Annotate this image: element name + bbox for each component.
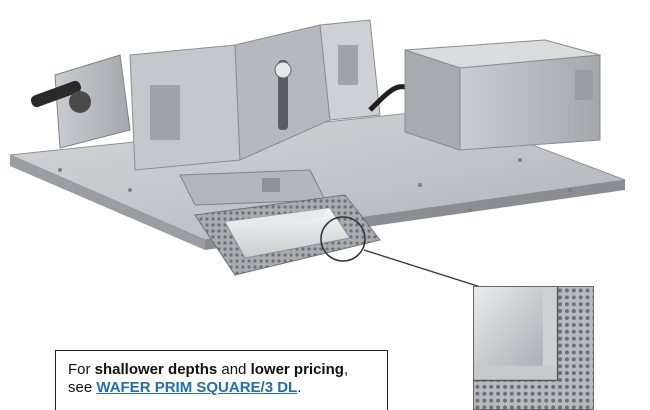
- adjustment-bracket: [129, 19, 381, 171]
- square-trim: [194, 194, 381, 276]
- note-emphasis-pricing: lower pricing: [250, 361, 344, 378]
- note-text: For: [68, 361, 95, 378]
- detail-inset-image: [473, 286, 594, 410]
- cable-connector: [30, 54, 131, 149]
- note-text: .: [297, 379, 302, 396]
- note-emphasis-depths: shallower depths: [94, 361, 218, 378]
- callout-leader-line: [363, 249, 491, 291]
- trim-collar: [179, 169, 326, 206]
- info-note: For shallower depths and lower pricing, …: [55, 350, 388, 410]
- note-line-2: see WAFER PRIM SQUARE/3 DL.: [68, 379, 375, 397]
- driver-box: [404, 39, 601, 151]
- note-text: see: [68, 379, 97, 396]
- note-text: ,: [343, 361, 349, 378]
- circle-callout-icon: [320, 216, 366, 262]
- note-line-1: For shallower depths and lower pricing,: [68, 361, 375, 379]
- wafer-prim-link[interactable]: WAFER PRIM SQUARE/3 DL: [96, 379, 298, 396]
- note-text: and: [217, 361, 251, 378]
